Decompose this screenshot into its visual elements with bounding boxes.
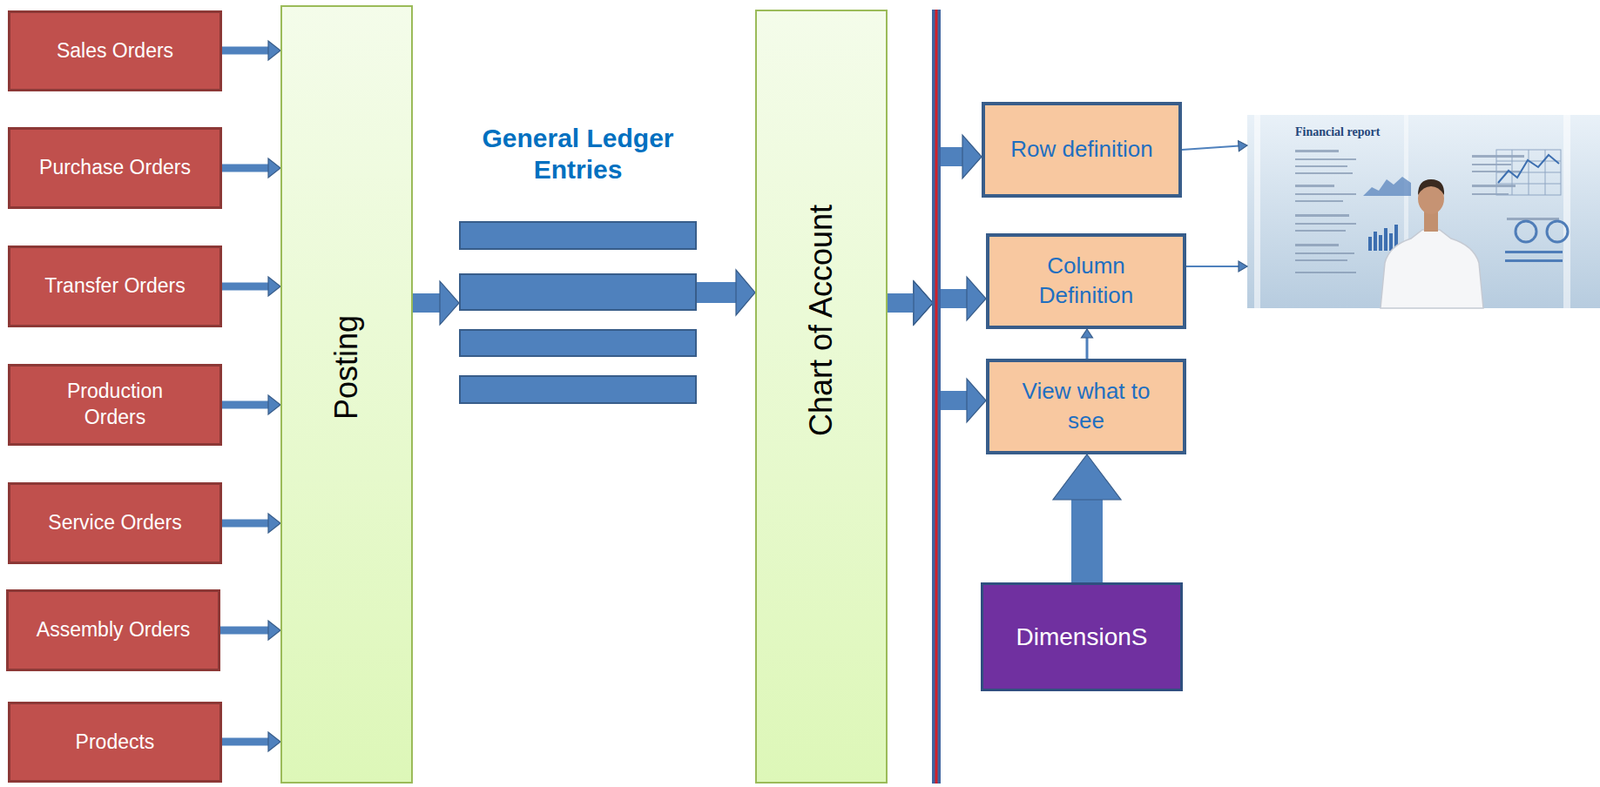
divider-line <box>931 9 941 784</box>
node-label: Transfer Orders <box>44 273 185 300</box>
arrow-shaft <box>940 147 964 167</box>
node-label: DimensionS <box>1016 623 1148 652</box>
node-label: View what to see <box>1020 377 1152 437</box>
arrow-head <box>439 281 460 325</box>
flow-arrow <box>220 621 281 641</box>
arrow-shaft <box>940 289 968 309</box>
arrow-shaft <box>222 164 270 173</box>
ledger-bar <box>459 221 697 250</box>
arrow-head <box>913 281 933 325</box>
node-label: Column Definition <box>1014 251 1159 311</box>
ledger-bar <box>459 329 697 358</box>
arrow-head <box>966 378 986 423</box>
arrow-shaft <box>696 282 737 304</box>
flow-arrow <box>222 40 281 61</box>
arrow-shaft <box>222 283 270 291</box>
arrow-head <box>913 281 933 325</box>
dimensions-box: DimensionS <box>980 582 1183 692</box>
arrow-shaft <box>412 293 441 313</box>
node-label: Sales Orders <box>56 38 174 65</box>
arrow-shaft <box>1186 265 1240 268</box>
node-label: Financial report <box>1295 125 1380 140</box>
arrow-shaft <box>220 627 270 635</box>
node-label: Row definition <box>1010 135 1153 165</box>
flow-arrow <box>222 276 281 297</box>
flow-arrow <box>412 281 460 325</box>
flow-arrow <box>222 732 281 752</box>
arrow-head <box>268 276 281 297</box>
arrow-head <box>1081 329 1094 338</box>
divider-core <box>935 9 939 784</box>
node-label: Service Orders <box>47 510 182 537</box>
ledger-bar <box>459 375 697 405</box>
source-box: Sales Orders <box>7 10 223 92</box>
arrow-shaft <box>222 519 270 528</box>
node-label: General Ledger Entries <box>459 122 697 186</box>
arrow-shaft <box>1086 337 1089 359</box>
arrow-shaft <box>887 293 915 313</box>
flow-arrow <box>1053 454 1121 583</box>
definition-box: Column Definition <box>985 233 1187 330</box>
flow-arrow <box>1081 329 1094 359</box>
arrow-head <box>1238 261 1248 272</box>
arrow-shaft <box>940 391 968 411</box>
arrow-shaft <box>222 401 270 410</box>
flow-arrow <box>222 158 281 178</box>
node-label: Purchase Orders <box>39 155 191 182</box>
arrow-shaft <box>1071 499 1103 583</box>
source-box: Purchase Orders <box>7 127 223 210</box>
arrow-head <box>966 276 986 321</box>
arrow-shaft <box>222 738 270 747</box>
flow-arrow <box>222 513 281 534</box>
arrow-head <box>1238 141 1248 152</box>
source-box: Transfer Orders <box>7 245 223 328</box>
arrow-head <box>268 732 281 752</box>
arrow-head <box>268 513 281 534</box>
source-box: Prodects <box>7 702 223 784</box>
arrow-shaft <box>887 293 915 313</box>
arrow-shaft <box>887 293 915 313</box>
source-box: Service Orders <box>7 482 223 565</box>
ledger-bar <box>459 273 697 311</box>
arrow-head <box>735 270 756 316</box>
posting-band: Posting <box>280 5 413 784</box>
arrow-head <box>962 135 982 179</box>
source-box: Production Orders <box>7 364 223 446</box>
report-picture: Financial report <box>1247 114 1600 309</box>
flow-arrow <box>696 270 756 316</box>
definition-box: Row definition <box>981 101 1182 198</box>
arrow-head <box>268 395 281 415</box>
flow-arrow <box>1186 261 1248 272</box>
flow-arrow <box>1181 141 1248 152</box>
node-label: Production Orders <box>49 378 181 432</box>
ledger-entries: General Ledger Entries <box>459 122 697 405</box>
node-label: Chart of Account <box>803 203 840 436</box>
account-band: Chart of Account <box>755 9 888 784</box>
arrow-head <box>913 281 933 325</box>
arrow-head <box>268 621 281 641</box>
flow-arrow <box>222 395 281 415</box>
arrow-shaft <box>222 47 270 55</box>
source-box: Assembly Orders <box>6 589 221 672</box>
arrow-head <box>268 40 281 61</box>
arrow-head <box>268 158 281 178</box>
arrow-head <box>1053 454 1121 500</box>
arrow-shaft <box>1181 146 1240 150</box>
view-box: View what to see <box>985 358 1187 455</box>
node-label: Prodects <box>75 729 156 757</box>
node-label: Posting <box>328 315 365 420</box>
node-label: Assembly Orders <box>36 617 190 644</box>
